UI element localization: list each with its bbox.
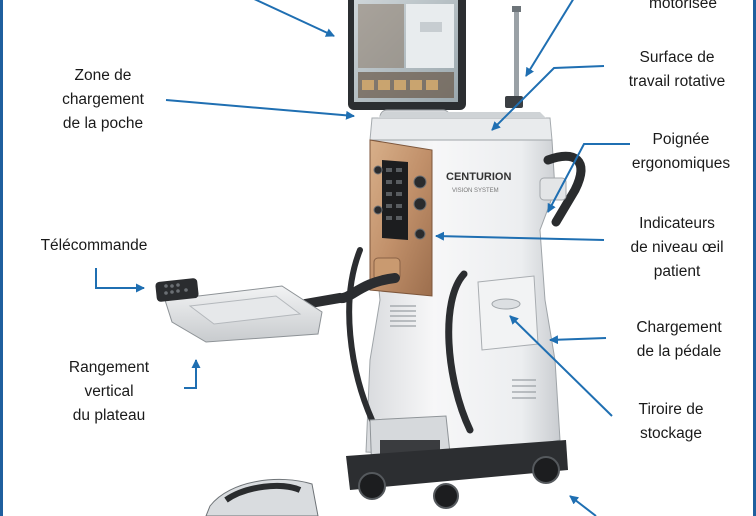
arrow-rangement (184, 359, 201, 389)
iv-pole (514, 8, 519, 100)
base (346, 440, 568, 490)
ergonomic-handle (543, 151, 586, 227)
label-indicateurs: Indicateurs de niveau œil patient (630, 215, 724, 280)
label-rangement: Rangement vertical du plateau (68, 359, 150, 424)
rotating-work-surface (369, 117, 553, 141)
label-tiroir: Tiroire de stockage (638, 401, 704, 442)
arrow-topleft (253, 0, 335, 37)
arrow-indicateurs (435, 231, 605, 241)
footpedal-cable (445, 270, 474, 434)
label-surface-travail: Surface de travail rotative (628, 49, 726, 90)
label-chargement-pedale: Chargement de la pédale (636, 319, 722, 360)
storage-drawer (477, 275, 539, 351)
frame-border-left (0, 0, 3, 516)
label-poignee: Poignée ergonomiques (631, 131, 731, 172)
wheels (358, 456, 560, 509)
arrow-zone (165, 99, 355, 120)
tray-arm (300, 273, 400, 309)
arrow-bottom (569, 495, 597, 516)
callout-arrows (95, 0, 630, 516)
frame-border-right (753, 0, 756, 516)
arrow-poignee (547, 143, 630, 213)
label-motorisee: motorisée (648, 0, 718, 12)
remote-control (155, 278, 199, 302)
arrow-surface (491, 65, 605, 131)
brand-subtitle: VISION SYSTEM (452, 188, 499, 194)
phaco-console: CENTURION VISION SYSTEM (155, 0, 586, 516)
arrow-tiroir (509, 315, 613, 417)
arrow-telecommande (95, 268, 145, 293)
label-zone-chargement: Zone de chargement de la poche (62, 67, 144, 132)
brand-logo: CENTURION (446, 171, 511, 183)
arrow-motorisee (525, 0, 574, 77)
vent-grille (390, 305, 536, 399)
arrow-pedale (549, 335, 607, 345)
label-telecommande: Télécommande (40, 237, 148, 254)
